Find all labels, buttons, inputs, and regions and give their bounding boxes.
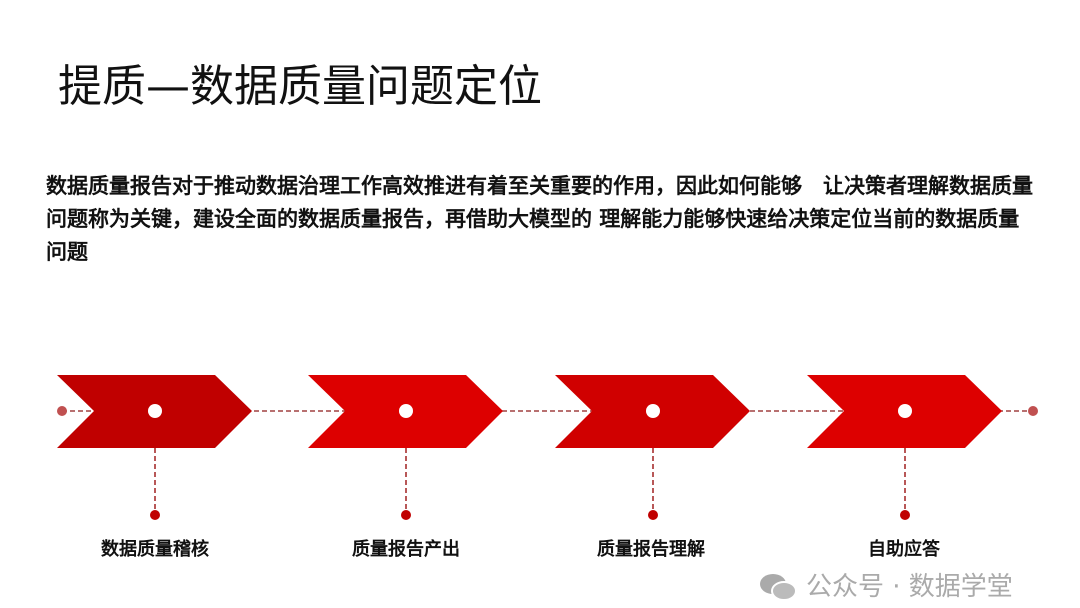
step-node-circle — [646, 404, 660, 418]
step-dot — [401, 510, 411, 520]
description-paragraph: 数据质量报告对于推动数据治理工作高效推进有着至关重要的作用，因此如何能够 让决策… — [46, 174, 1033, 264]
step-dot — [648, 510, 658, 520]
step-node-circle — [148, 404, 162, 418]
step-node-circle — [399, 404, 413, 418]
step-label: 质量报告产出 — [352, 539, 460, 560]
step-dot — [150, 510, 160, 520]
timeline-start-dot — [57, 406, 67, 416]
watermark: 公众号 · 数据学堂 — [758, 572, 1013, 602]
step-label: 质量报告理解 — [597, 539, 705, 560]
step-node-circle — [898, 404, 912, 418]
step-label: 自助应答 — [868, 539, 940, 560]
step-label: 数据质量稽核 — [101, 539, 209, 560]
wechat-icon — [760, 574, 797, 601]
watermark-text: 公众号 · 数据学堂 — [806, 572, 1013, 602]
timeline-end-dot — [1028, 406, 1038, 416]
page-title: 提质—数据质量问题定位 — [58, 61, 542, 112]
step-dot — [900, 510, 910, 520]
